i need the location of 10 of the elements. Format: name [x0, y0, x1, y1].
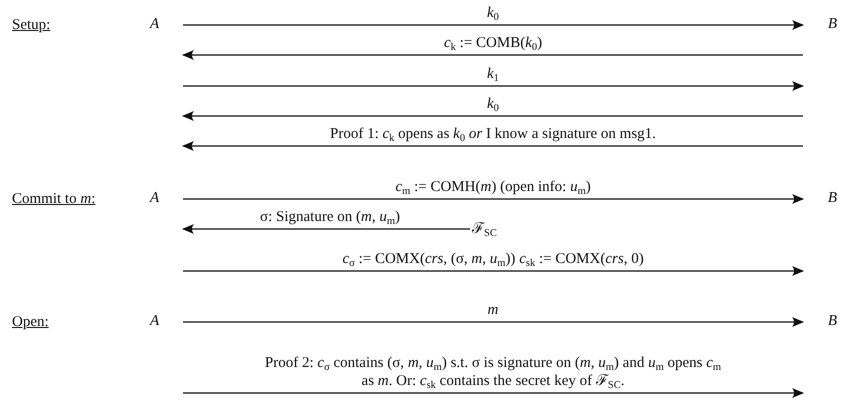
participant-label: B — [828, 15, 837, 34]
section-heading: Open: — [12, 313, 49, 331]
section-heading: Setup: — [12, 16, 50, 34]
participant-label: B — [828, 189, 837, 208]
participant-label: ℱ$_{SC}$ — [472, 220, 497, 238]
participant-label: A — [150, 312, 160, 331]
section-heading: Commit to m: — [12, 190, 96, 208]
participant-label: A — [150, 189, 160, 208]
participant-label: B — [828, 312, 837, 331]
participant-label: A — [150, 15, 160, 34]
